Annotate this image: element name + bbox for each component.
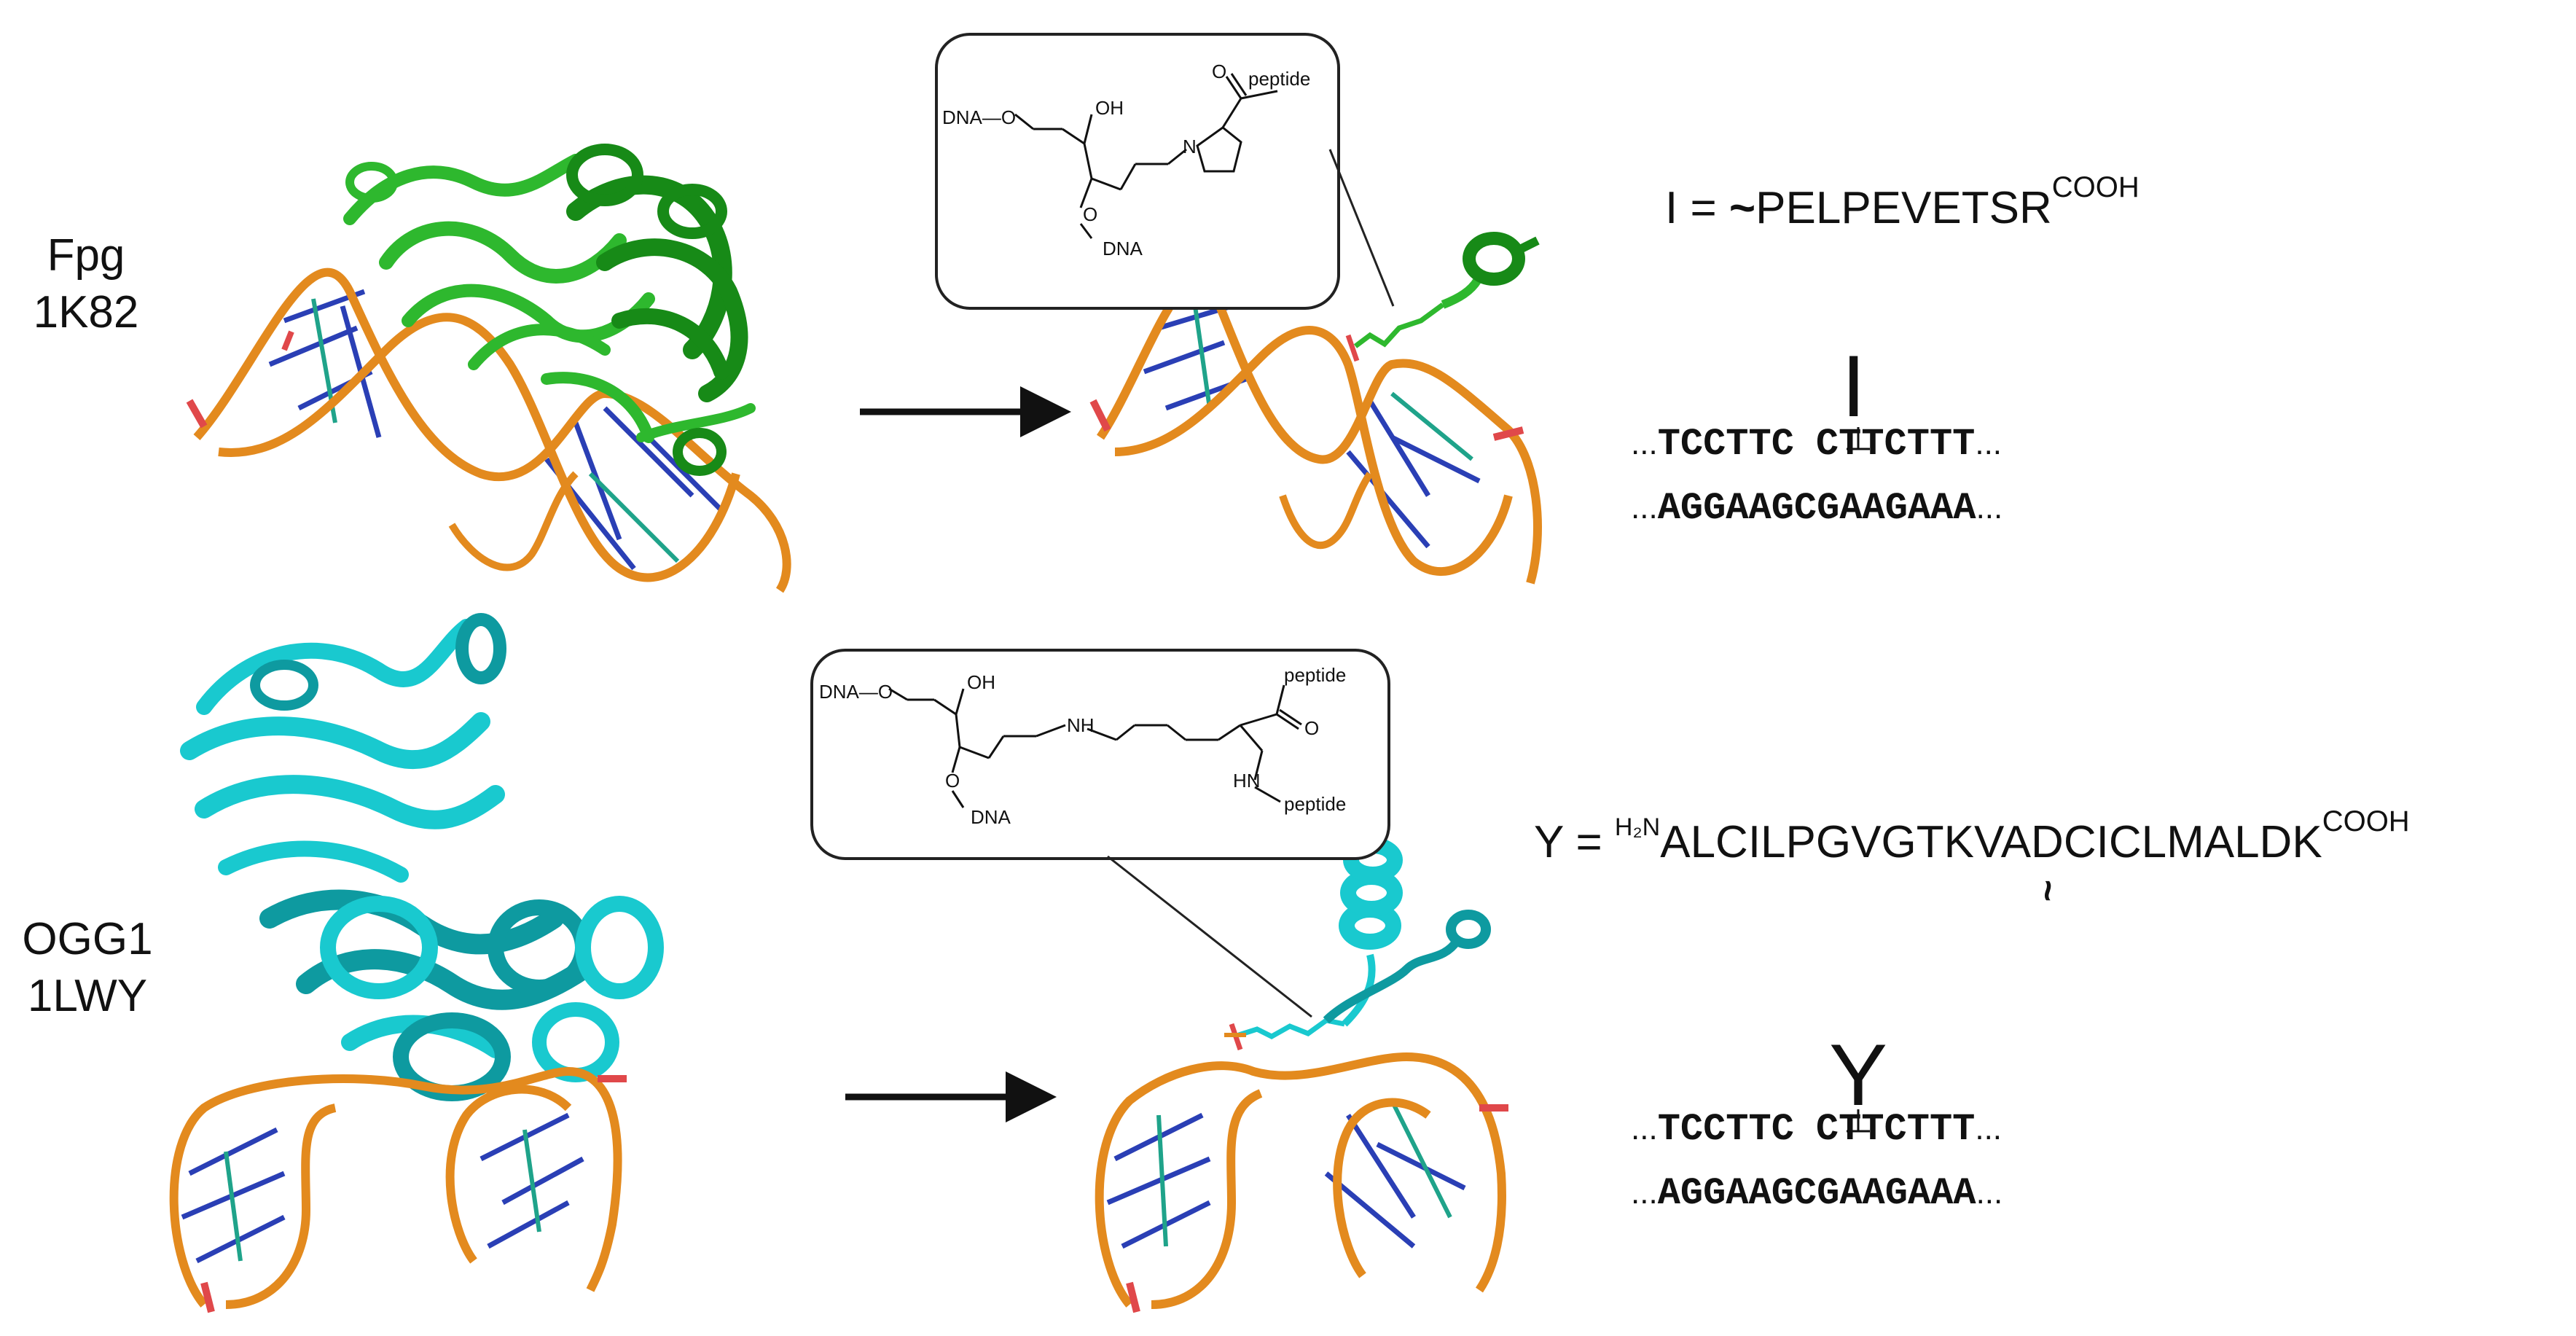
chemical-structure-ogg1-linker: DNA—O OH O DNA NH O peptide HN peptide [819,664,1346,828]
reaction-arrow-bottom [845,1071,1057,1122]
pdb-id: 1LWY [27,971,148,1021]
dna-backbone [193,267,791,593]
atom-o-carbonyl: O [1304,717,1319,739]
chemical-structure-fpg-linker: DNA—O OH O DNA N O peptide [942,60,1310,259]
fpg-crosslinked-structure [1089,232,1542,585]
atom-dna-o: DNA—O [819,681,893,703]
ogg1-dna-complex-structure [169,613,664,1313]
n-terminus: H₂N [1614,813,1661,841]
reaction-arrow-top [860,386,1071,437]
formula-ogg1: Y = H₂NALCILPGVGTKVADCICLMALDKCOOH [1534,805,2410,868]
formula-equals: = [1677,183,1729,233]
atom-n: N [1183,136,1197,157]
dna-sequence-bottom-strand-1: ...AGGAAGCGAAGAAA... [1631,487,2003,530]
peptide-sequence-b: VADCICLMALDK [1973,817,2322,867]
protein-ribbon-fpg [343,144,756,476]
adduct-tick-top [1847,427,1870,450]
atom-oh: OH [1095,97,1124,119]
atom-peptide: peptide [1248,68,1310,90]
protein-name: Fpg [47,230,125,281]
atom-peptide-bottom: peptide [1284,793,1346,815]
atom-o: O [945,770,960,792]
atom-hn: HN [1233,770,1261,792]
formula-letter: I [1665,183,1678,233]
formula-equals: = [1563,817,1615,867]
atom-peptide-top: peptide [1284,664,1346,686]
protein-name: OGG1 [22,914,153,964]
atom-oh: OH [967,671,995,693]
crosslink-structure-callout-top [935,33,1340,310]
pdb-id: 1K82 [33,287,139,337]
atom-dna-o: DNA—O [942,106,1016,128]
callout-pointer-top [1328,149,1395,307]
fpg-dna-complex-structure [186,144,791,593]
protein-label-fpg: Fpg 1K82 [28,227,144,341]
c-terminus: COOH [2322,805,2410,837]
atom-nh: NH [1067,714,1095,736]
formula-fpg: I = ~PELPEVETSRCOOH [1665,171,2140,234]
formula-tilde: ~ [1729,183,1756,233]
ogg1-crosslinked-structure [1095,838,1508,1313]
dna-sequence-bottom-strand-2: ...AGGAAGCGAAGAAA... [1631,1172,2003,1215]
formula-letter: Y [1534,817,1564,867]
atom-o: O [1083,203,1097,225]
atom-o-carbonyl: O [1212,60,1226,82]
adduct-letter-bottom: Y [1829,1026,1888,1124]
crosslinked-lysine: K [1943,817,1974,867]
crosslink-structure-callout-bottom [810,649,1390,860]
protein-label-ogg1: OGG1 1LWY [15,911,160,1025]
atom-dna-bottom: DNA [1103,238,1143,259]
peptide-sequence: PELPEVETSR [1755,183,2052,233]
peptide-sequence-a: ALCILPGVGT [1660,817,1944,867]
adduct-tick-bottom [1847,1109,1870,1133]
callout-pointer-bottom [1107,855,1312,1018]
lysine-linkage-tilde: ~ [2027,879,2070,902]
atom-dna-bottom: DNA [971,806,1011,828]
protein-ribbon-ogg1 [180,613,664,1101]
c-terminus: COOH [2051,171,2140,203]
adduct-letter-top: I [1841,337,1866,435]
